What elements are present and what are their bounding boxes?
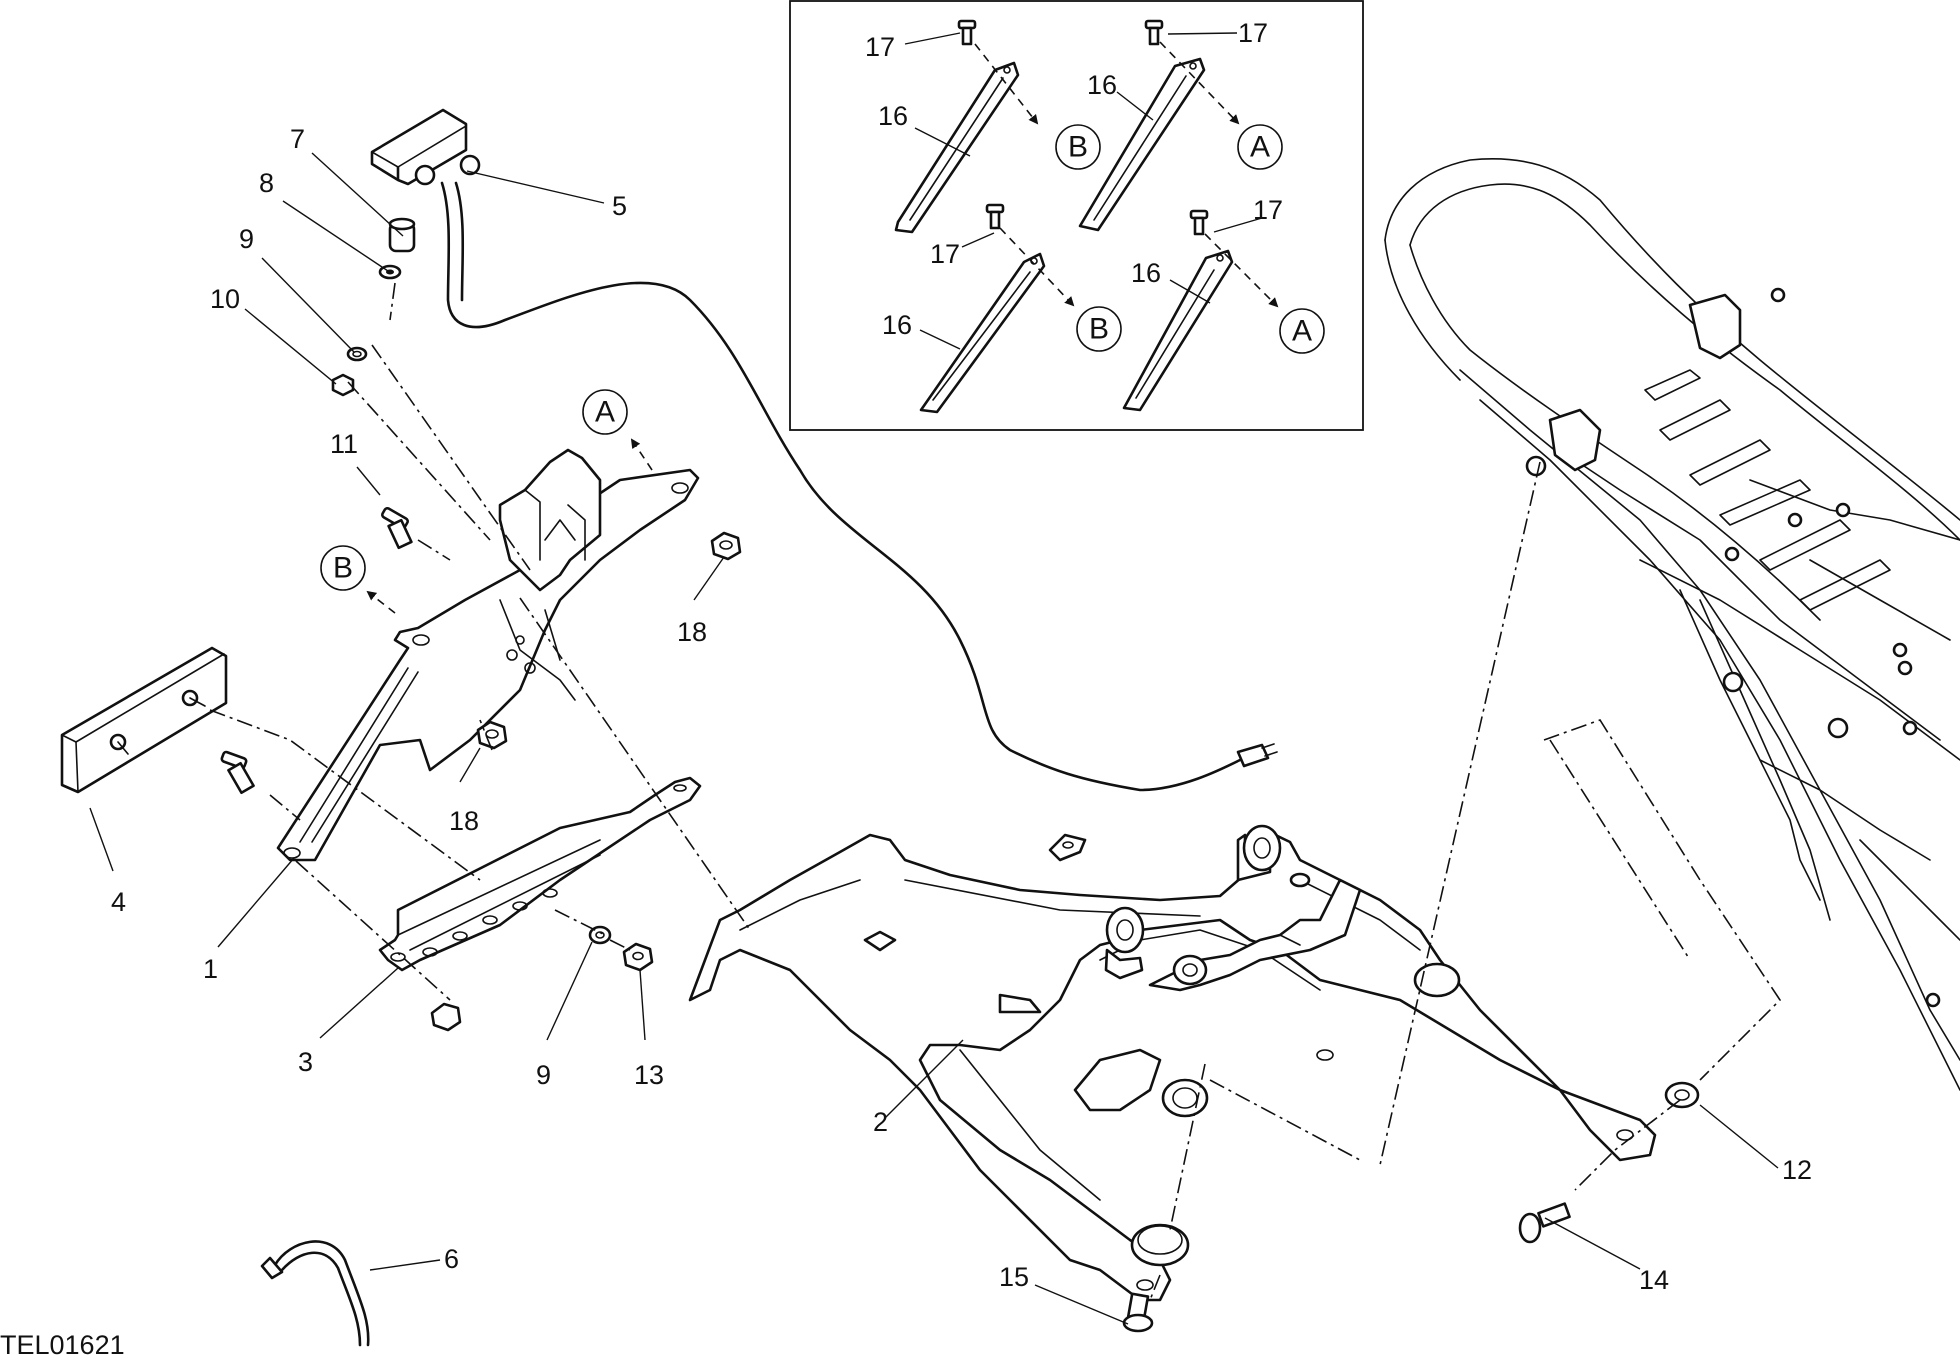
ref-circle-inset-b2: B (1076, 306, 1122, 352)
callout-2: 2 (873, 1107, 888, 1137)
screw-17-b (1144, 19, 1164, 46)
screw-11 (381, 506, 413, 550)
svg-text:B: B (1089, 313, 1109, 346)
bracket-16-top-right (1078, 57, 1206, 232)
ref-circle-main-b: B (320, 545, 366, 591)
light-wire (440, 181, 1278, 792)
mudguard-bracket-3 (378, 776, 702, 972)
callout-1: 1 (203, 954, 218, 984)
callout-16-a: 16 (878, 101, 908, 131)
screw-17-a (957, 19, 977, 46)
callout-14: 14 (1639, 1265, 1669, 1295)
callout-13: 13 (634, 1060, 664, 1090)
subframe-eye-lug-right (1236, 824, 1282, 882)
screw-plate-mount (220, 750, 255, 795)
drawing-code: TEL01621 (0, 1330, 125, 1360)
callout-6: 6 (444, 1244, 459, 1274)
callout-9-top: 9 (239, 224, 254, 254)
callout-9-bottom: 9 (536, 1060, 551, 1090)
assembly-lines (209, 282, 1782, 1301)
svg-text:A: A (1292, 315, 1312, 348)
svg-text:A: A (1250, 131, 1270, 164)
washer-9-bottom (588, 925, 612, 945)
callout-4: 4 (111, 887, 126, 917)
svg-text:B: B (1068, 131, 1088, 164)
rear-subframe-2 (688, 824, 1657, 1302)
rubber-grommet (1130, 1223, 1190, 1267)
callout-10: 10 (210, 284, 240, 314)
nut-18-right (710, 531, 742, 561)
nut-18-left (476, 720, 508, 750)
callout-17-a: 17 (865, 32, 895, 62)
bracket-16-bottom-left (919, 252, 1046, 414)
callout-17-c: 17 (930, 239, 960, 269)
inset-detail-box (789, 0, 1364, 431)
motorcycle-rear-frame (1384, 157, 1960, 1091)
callout-17-d: 17 (1253, 195, 1283, 225)
svg-text:A: A (595, 396, 615, 429)
ref-circle-inset-b1: B (1055, 124, 1101, 170)
callout-18-right: 18 (677, 617, 707, 647)
screw-17-d (1189, 209, 1209, 236)
callout-15: 15 (999, 1262, 1029, 1292)
callout-labels: 1 2 3 4 5 6 7 8 9 9 10 11 12 13 14 15 16… (0, 18, 1812, 1360)
callout-16-b: 16 (1087, 70, 1117, 100)
leader-lines (89, 152, 1779, 1325)
nut-13 (622, 942, 654, 972)
reflector-4 (60, 646, 228, 794)
callout-11: 11 (330, 429, 358, 459)
callout-5: 5 (612, 191, 627, 221)
callout-3: 3 (298, 1047, 313, 1077)
callout-8: 8 (259, 168, 274, 198)
callout-12: 12 (1782, 1155, 1812, 1185)
callout-18-left: 18 (449, 806, 479, 836)
ref-circle-inset-a2: A (1279, 308, 1325, 354)
license-light-5 (370, 108, 481, 186)
svg-text:B: B (333, 552, 353, 585)
subframe-eye-lug-left (1104, 906, 1145, 980)
callout-16-c: 16 (882, 310, 912, 340)
ref-circle-inset-a1: A (1237, 124, 1283, 170)
screw-17-c (985, 203, 1005, 230)
cable-clip-6 (260, 1240, 370, 1347)
washer-12 (1664, 1081, 1700, 1109)
washer-9-top (346, 346, 368, 362)
nut-10 (331, 373, 355, 397)
callout-16-d: 16 (1131, 258, 1161, 288)
screw-15 (1122, 1292, 1154, 1333)
bracket-16-bottom-right (1122, 249, 1234, 412)
nut-under-bracket (430, 1002, 462, 1032)
callout-7: 7 (290, 124, 305, 154)
ref-circle-main-a: A (582, 389, 628, 435)
screw-14 (1518, 1202, 1571, 1244)
callout-17-b: 17 (1238, 18, 1268, 48)
license-plate-holder-1 (276, 448, 700, 862)
